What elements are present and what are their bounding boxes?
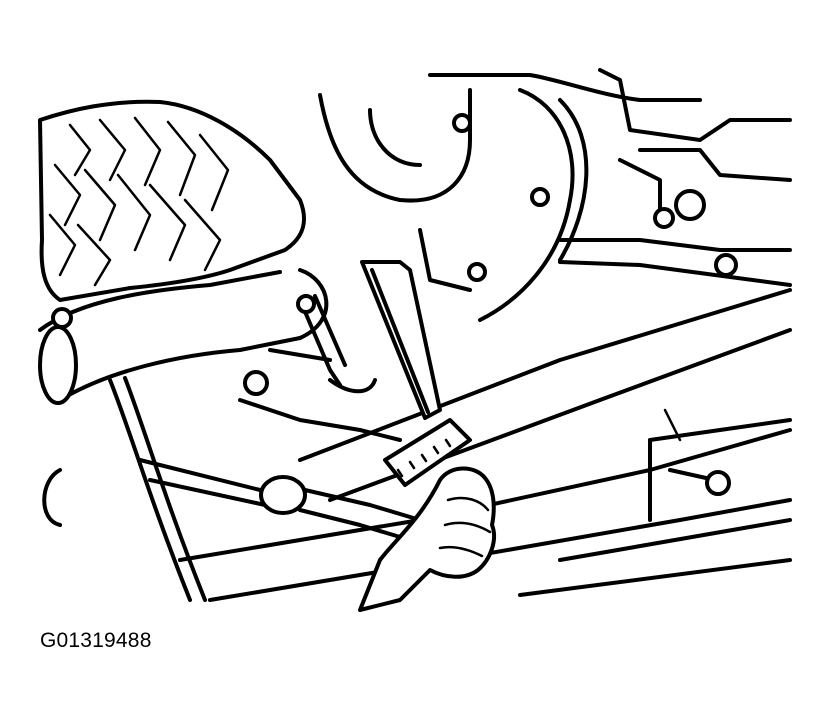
- measuring-tool: [360, 260, 472, 487]
- hand: [358, 466, 497, 612]
- finned-housing: [38, 99, 306, 302]
- transmission-case: [318, 73, 702, 322]
- figure-id-label: G01319488: [40, 629, 152, 652]
- hose: [42, 376, 422, 602]
- frame-rail: [178, 288, 792, 602]
- shift-linkage: [238, 228, 472, 442]
- exhaust-pipe: [38, 268, 329, 405]
- brake-lines: [467, 68, 792, 287]
- line-drawing: [38, 68, 792, 612]
- technical-illustration: [38, 68, 792, 612]
